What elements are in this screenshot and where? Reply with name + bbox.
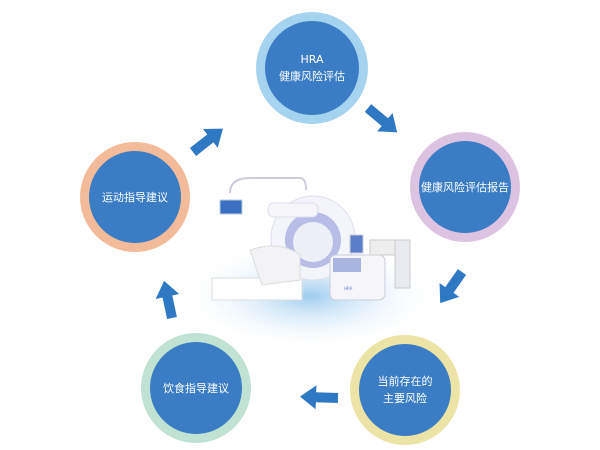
node-label: 健康风险评估报告: [421, 180, 509, 194]
node-hra-assessment: HRA 健康风险评估: [256, 12, 368, 124]
node-exercise-advice: 运动指导建议: [80, 142, 190, 252]
arrow-icon: [300, 385, 339, 410]
node-label: 主要风险: [383, 392, 427, 405]
arrow-icon: [364, 104, 398, 133]
node-label: 运动指导建议: [102, 190, 168, 204]
node-label: 当前存在的: [377, 375, 433, 388]
arrow-icon: [189, 128, 223, 156]
node-label: 饮食指导建议: [163, 381, 229, 395]
arrow-icon: [439, 269, 467, 304]
node-assessment-report: 健康风险评估报告: [410, 132, 520, 242]
node-label: HRA: [300, 53, 324, 66]
node-diet-advice: 饮食指导建议: [141, 333, 251, 443]
node-label: 健康风险评估: [279, 70, 345, 83]
device-label: HRA: [344, 286, 353, 291]
node-main-risks: 当前存在的主要风险: [350, 335, 460, 445]
hra-device-image: [211, 177, 411, 301]
arrow-icon: [155, 280, 180, 320]
